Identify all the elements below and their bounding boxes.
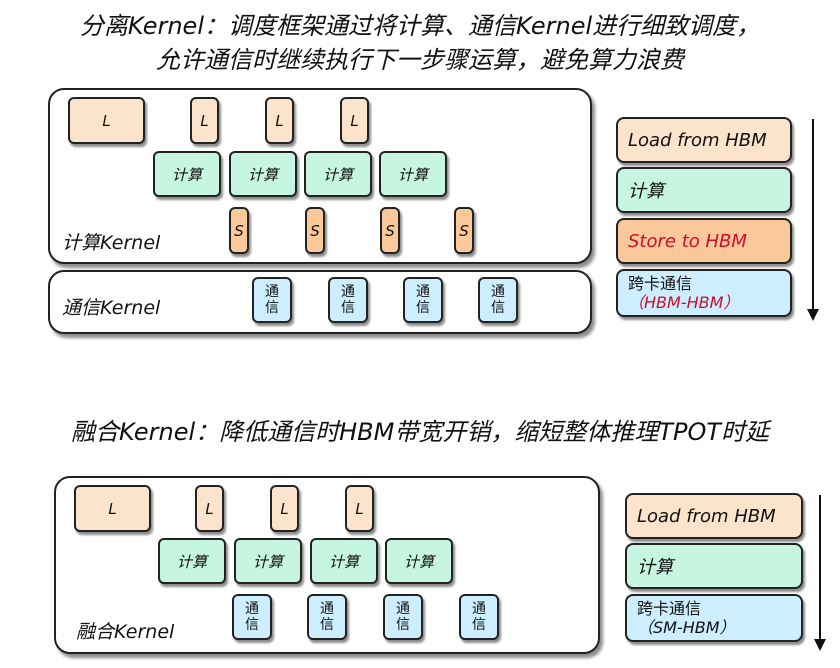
compute-block: 计算 bbox=[385, 538, 453, 584]
comm-block-text-2: 信 bbox=[320, 617, 334, 633]
bottom-title: 融合Kernel：降低通信时HBM带宽开销，缩短整体推理TPOT时延 bbox=[70, 418, 770, 446]
load-block: L bbox=[265, 97, 294, 144]
compute-block: 计算 bbox=[379, 151, 447, 197]
comm-block: 通 信 bbox=[328, 277, 368, 323]
comm-block-text-2: 信 bbox=[265, 300, 279, 316]
comm-block-text-2: 信 bbox=[341, 300, 355, 316]
compute-block: 计算 bbox=[234, 538, 302, 584]
legend-cross-card-comm: 跨卡通信 （SM-HBM） bbox=[625, 594, 803, 642]
comm-block: 通 信 bbox=[383, 594, 423, 640]
comm-block-text-1: 通 bbox=[491, 284, 505, 300]
store-block: S bbox=[454, 207, 474, 254]
load-block: L bbox=[190, 97, 219, 144]
comm-block-text-2: 信 bbox=[491, 300, 505, 316]
legend-cross-card-comm: 跨卡通信 （HBM-HBM） bbox=[616, 269, 792, 317]
timeline-arrow bbox=[807, 119, 819, 321]
store-block: S bbox=[380, 207, 400, 254]
load-block: L bbox=[345, 485, 374, 532]
legend-store-to-hbm: Store to HBM bbox=[616, 218, 792, 264]
comm-block: 通 信 bbox=[478, 277, 518, 323]
compute-block: 计算 bbox=[304, 151, 372, 197]
comm-kernel-label: 通信Kernel bbox=[62, 297, 161, 319]
legend-compute: 计算 bbox=[616, 167, 792, 213]
load-block: L bbox=[340, 97, 369, 144]
compute-block: 计算 bbox=[158, 538, 226, 584]
load-block: L bbox=[270, 485, 299, 532]
comm-block-text-1: 通 bbox=[265, 284, 279, 300]
compute-block: 计算 bbox=[153, 151, 221, 197]
fused-kernel-label: 融合Kernel bbox=[76, 621, 175, 643]
legend-comm-line1: 跨卡通信 bbox=[637, 599, 702, 618]
legend-comm-line2: （SM-HBM） bbox=[637, 618, 736, 637]
legend-comm-line2: （HBM-HBM） bbox=[628, 293, 740, 312]
comm-block-text-1: 通 bbox=[416, 284, 430, 300]
comm-block-text-1: 通 bbox=[396, 601, 410, 617]
comm-block-text-2: 信 bbox=[245, 617, 259, 633]
load-block: L bbox=[195, 485, 224, 532]
comm-block: 通 信 bbox=[459, 594, 499, 640]
load-block: L bbox=[68, 97, 145, 144]
compute-block: 计算 bbox=[310, 538, 378, 584]
legend-compute: 计算 bbox=[625, 543, 803, 589]
legend-comm-line1: 跨卡通信 bbox=[628, 274, 693, 293]
comm-block-text-2: 信 bbox=[472, 617, 486, 633]
comm-block: 通 信 bbox=[232, 594, 272, 640]
timeline-arrow bbox=[814, 495, 826, 651]
compute-kernel-label: 计算Kernel bbox=[62, 232, 161, 254]
store-block: S bbox=[229, 207, 249, 254]
comm-block-text-2: 信 bbox=[396, 617, 410, 633]
store-block: S bbox=[305, 207, 325, 254]
top-title-line1: 分离Kernel：调度框架通过将计算、通信Kernel进行细致调度， bbox=[79, 12, 761, 40]
top-title-line2: 允许通信时继续执行下一步骤运算，避免算力浪费 bbox=[156, 46, 684, 74]
comm-block-text-1: 通 bbox=[341, 284, 355, 300]
comm-block-text-2: 信 bbox=[416, 300, 430, 316]
load-block: L bbox=[74, 485, 151, 532]
comm-block: 通 信 bbox=[403, 277, 443, 323]
legend-load-from-hbm: Load from HBM bbox=[625, 493, 803, 539]
compute-block: 计算 bbox=[229, 151, 297, 197]
legend-load-from-hbm: Load from HBM bbox=[616, 117, 792, 163]
comm-block: 通 信 bbox=[252, 277, 292, 323]
comm-block-text-1: 通 bbox=[320, 601, 334, 617]
comm-block-text-1: 通 bbox=[472, 601, 486, 617]
comm-block-text-1: 通 bbox=[245, 601, 259, 617]
comm-block: 通 信 bbox=[307, 594, 347, 640]
